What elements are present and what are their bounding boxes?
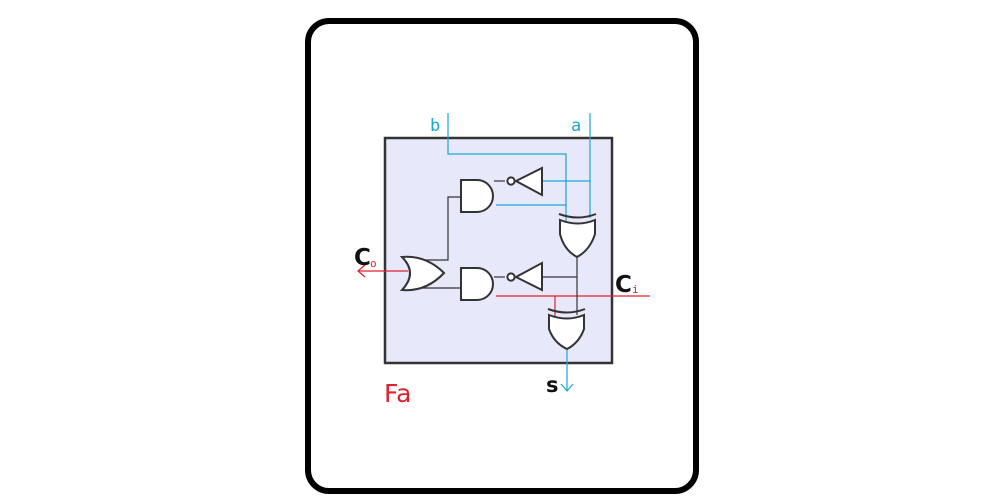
xor-gate-lower-back: [547, 308, 586, 314]
and-gate-upper: [460, 179, 494, 213]
not-gate-upper: [513, 166, 543, 197]
not-gate-lower-bubble: [506, 272, 516, 282]
xor-gate-upper-back: [558, 213, 597, 219]
label-carry-out: C: [354, 245, 371, 271]
block-label: Fa: [384, 379, 411, 408]
and-gate-lower: [460, 267, 494, 301]
wire-co-arrow: [357, 264, 366, 278]
wire-b: [447, 113, 567, 222]
not-gate-upper-bubble: [506, 176, 516, 186]
or-gate: [399, 255, 446, 292]
carry-wires: [357, 264, 650, 318]
label-carry-in: C: [615, 272, 632, 298]
label-carry-in-sub: i: [632, 283, 639, 296]
not-gate-lower: [513, 261, 543, 292]
xor-gate-lower: [548, 313, 585, 351]
gates: [399, 166, 597, 351]
label-sum: s: [546, 373, 559, 397]
xor-gate-upper: [559, 218, 596, 259]
label-input-a: a: [571, 116, 581, 136]
wire-s-arrow: [560, 383, 574, 392]
label-input-b: b: [430, 116, 440, 136]
input-wires: [447, 113, 591, 392]
label-carry-out-sub: o: [370, 257, 377, 270]
